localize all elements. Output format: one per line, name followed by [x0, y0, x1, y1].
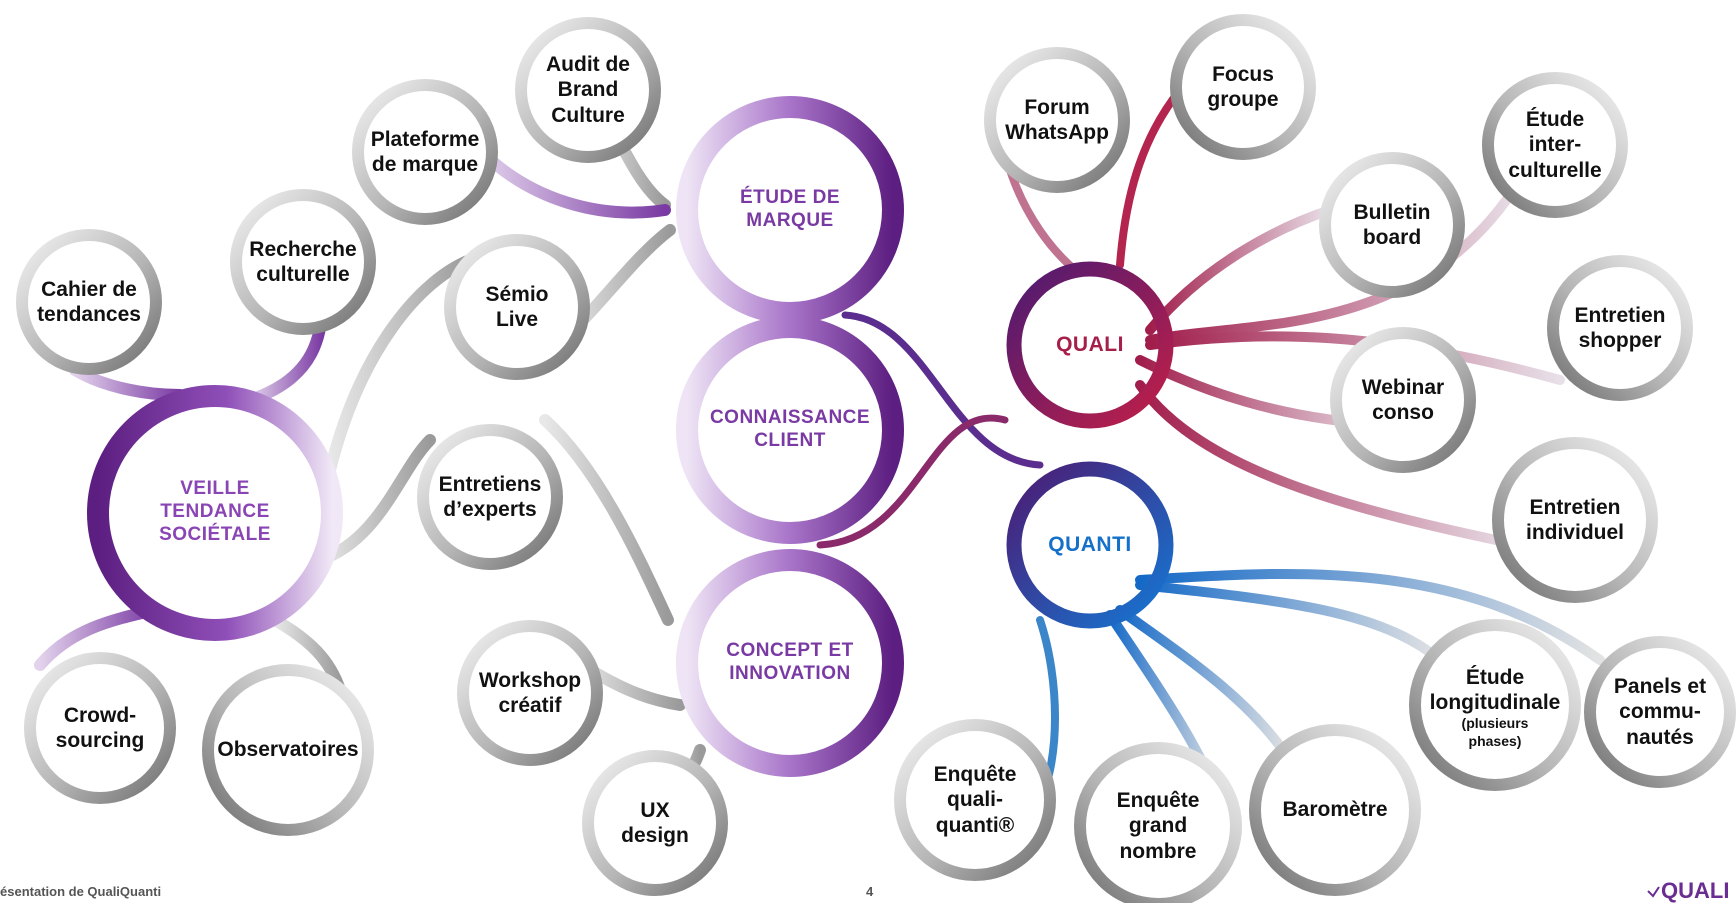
ring-cahier	[16, 229, 162, 375]
node-observatoires: Observatoires	[217, 738, 359, 762]
link-veille-experts	[314, 434, 436, 566]
hub-ring-connaissance-client	[676, 316, 904, 544]
hub-ring-etude-marque	[676, 96, 904, 324]
ring-ux	[582, 750, 728, 896]
link-veille-semio	[324, 254, 476, 476]
ring-barometre	[1249, 724, 1421, 896]
node-quali-quanti: Enquête quali- quanti®	[933, 763, 1017, 837]
link-connaissance-quanti	[841, 311, 1044, 469]
ring-quali-quanti	[894, 719, 1056, 881]
ring-focus	[1170, 14, 1316, 160]
footer-logo: QUALI	[1661, 878, 1730, 903]
node-focus: Focus groupe	[1207, 62, 1279, 111]
node-recherche: Recherche culturelle	[249, 237, 357, 286]
link-quanti-barometre	[1115, 605, 1295, 765]
connectors	[34, 79, 1605, 825]
footer-page-number: 4	[866, 884, 874, 899]
ring-recherche	[230, 189, 376, 335]
hub-rings	[87, 96, 1174, 777]
hub-ring-quali	[1006, 261, 1174, 429]
hub-ring-veille	[87, 385, 343, 641]
link-quali-forum	[1006, 166, 1079, 274]
link-quanti-panels	[1135, 568, 1605, 665]
node-entretiens-experts: Entretiens d’experts	[438, 472, 542, 521]
link-quali-focus	[1116, 86, 1184, 269]
ring-audit	[515, 17, 661, 163]
node-audit: Audit de Brand Culture	[546, 53, 630, 127]
ring-bulletin	[1319, 152, 1465, 298]
ring-individuel	[1492, 437, 1658, 603]
node-webinar: Webinar conso	[1361, 375, 1445, 424]
ring-shopper	[1547, 255, 1693, 401]
ring-longitudinale	[1409, 619, 1581, 791]
footer-presentation: ésentation de QualiQuanti	[0, 884, 162, 899]
link-quali-shopper	[1145, 331, 1565, 385]
node-panels: Panels et commu- nautés	[1613, 675, 1707, 749]
ring-forum	[984, 47, 1130, 193]
link-quanti-longitudinale	[1135, 580, 1445, 665]
node-individuel: Entretien individuel	[1525, 495, 1624, 544]
node-grand-nombre: Enquête grand nombre	[1116, 789, 1200, 863]
hub-concept-innovation: CONCEPT ET INNOVATION	[726, 640, 854, 684]
ring-workshop	[457, 620, 603, 766]
link-quali-bulletin	[1145, 205, 1335, 335]
node-bulletin: Bulletin board	[1353, 200, 1431, 249]
ring-interculturelle	[1482, 72, 1628, 218]
node-barometre: Baromètre	[1282, 798, 1388, 822]
ring-grand-nombre	[1074, 742, 1242, 903]
link-etude-plateforme	[474, 144, 671, 219]
link-quali-interculturelle	[1145, 175, 1525, 345]
logo-check-icon	[1647, 886, 1660, 898]
hub-quanti: QUANTI	[1048, 533, 1132, 557]
node-longitudinale-label: Étude longitudinale	[1429, 665, 1561, 714]
hub-etude-marque: ÉTUDE DE MARQUE	[739, 187, 841, 231]
ring-experts	[417, 424, 563, 570]
satellite-rings	[16, 14, 1736, 903]
node-ux: UX design	[621, 798, 689, 847]
link-quali-individuel	[1135, 380, 1525, 550]
node-interculturelle: Étude inter- culturelle	[1508, 108, 1602, 182]
hub-veille: VEILLE TENDANCE SOCIÉTALE	[159, 478, 271, 545]
node-plateforme: Plateforme de marque	[370, 127, 480, 176]
node-longitudinale: Étude longitudinale (plusieurs phases)	[1415, 660, 1575, 755]
ring-webinar	[1330, 327, 1476, 473]
hub-connaissance-client: CONNAISSANCE CLIENT	[709, 407, 871, 451]
ring-panels	[1584, 636, 1736, 788]
ring-plateforme	[352, 79, 498, 225]
hub-ring-concept-innovation	[676, 549, 904, 777]
ring-observatoires	[202, 664, 374, 836]
hub-ring-quanti	[1006, 461, 1174, 629]
node-forum: Forum WhatsApp	[1005, 95, 1109, 144]
node-shopper: Entretien shopper	[1574, 303, 1666, 352]
node-longitudinale-note: (plusieurs phases)	[1461, 715, 1529, 749]
node-crowd: Crowd- sourcing	[55, 703, 145, 752]
link-experts-concept	[539, 414, 674, 626]
ring-crowd	[24, 652, 176, 804]
node-semio: Sémio Live	[485, 282, 549, 331]
node-cahier: Cahier de tendances	[37, 277, 141, 326]
ring-semio	[444, 234, 590, 380]
link-concept-quali	[816, 414, 1009, 549]
node-workshop: Workshop créatif	[478, 668, 582, 717]
hub-quali: QUALI	[1056, 333, 1124, 357]
